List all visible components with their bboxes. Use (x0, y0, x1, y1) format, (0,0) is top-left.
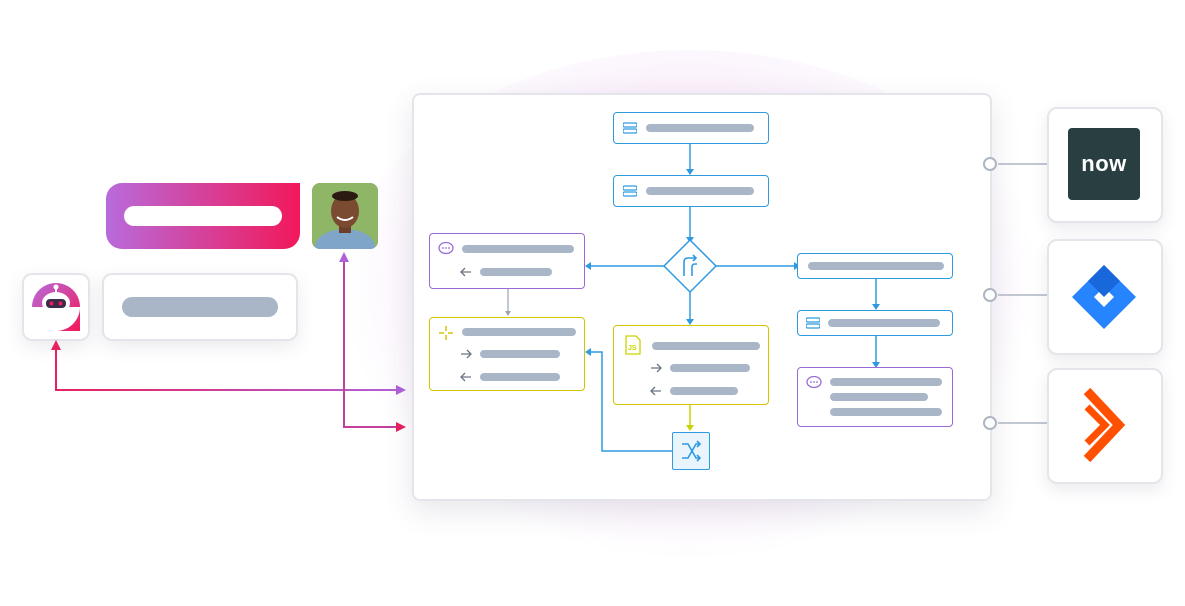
chat-bubble-icon (438, 242, 454, 255)
jira-icon (1072, 265, 1136, 329)
node-label-bar (652, 342, 760, 350)
message-line-2 (830, 393, 928, 401)
bot-message-placeholder (122, 297, 278, 317)
node-label-bar (462, 328, 576, 336)
shuffle-icon (682, 440, 702, 462)
flow-node-transform[interactable] (672, 432, 710, 470)
node-label-bar (646, 124, 754, 132)
flow-node-script[interactable]: JS (613, 325, 769, 405)
person-silhouette-icon (312, 183, 378, 249)
arrow-right-icon (461, 349, 472, 359)
input-field-bar (670, 364, 750, 372)
node-label-bar (646, 187, 754, 195)
input-field-bar (480, 350, 560, 358)
arrow-left-icon (460, 372, 471, 382)
connector-port-servicenow[interactable] (983, 157, 997, 171)
message-line-3 (830, 408, 942, 416)
list-icon (623, 122, 637, 134)
chatbot-avatar-card (22, 273, 90, 341)
arrow-left-icon (650, 386, 661, 396)
sparkle-icon (439, 326, 453, 340)
user-message-pill (106, 183, 300, 249)
servicenow-logo: now (1068, 128, 1140, 200)
connector-port-bmc[interactable] (983, 416, 997, 430)
output-field-bar (480, 373, 560, 381)
servicenow-card[interactable]: now (1047, 107, 1163, 223)
servicenow-logo-text: now (1081, 151, 1127, 176)
arrow-left-icon (460, 267, 471, 277)
connector-port-jira[interactable] (983, 288, 997, 302)
chat-bubble-icon (806, 376, 822, 389)
arrow-right-icon (651, 363, 662, 373)
list-icon (806, 317, 820, 329)
svg-text:JS: JS (628, 345, 637, 352)
chatbot-avatar-icon (32, 283, 80, 331)
flow-node-integration[interactable] (429, 317, 585, 391)
person-avatar (312, 183, 378, 249)
message-line-1 (830, 378, 942, 386)
flow-node-record-2[interactable] (613, 175, 769, 207)
decision-node[interactable] (662, 238, 718, 294)
node-label-bar (808, 262, 944, 270)
output-field-bar (670, 387, 738, 395)
bmc-icon (1083, 387, 1126, 463)
bot-message-card (102, 273, 298, 341)
flow-node-record-1[interactable] (613, 112, 769, 144)
list-icon (623, 185, 637, 197)
js-file-icon: JS (625, 335, 641, 355)
flow-node-message-left[interactable] (429, 233, 585, 289)
node-label-bar (828, 319, 940, 327)
flow-node-message-right[interactable] (797, 367, 953, 427)
flow-node-action-right[interactable] (797, 253, 953, 279)
node-label-bar (462, 245, 574, 253)
user-message-placeholder (124, 206, 282, 226)
flow-node-record-right[interactable] (797, 310, 953, 336)
output-field-bar (480, 268, 552, 276)
branch-icon (683, 254, 698, 276)
bmc-card[interactable] (1047, 368, 1163, 484)
jira-card[interactable] (1047, 239, 1163, 355)
